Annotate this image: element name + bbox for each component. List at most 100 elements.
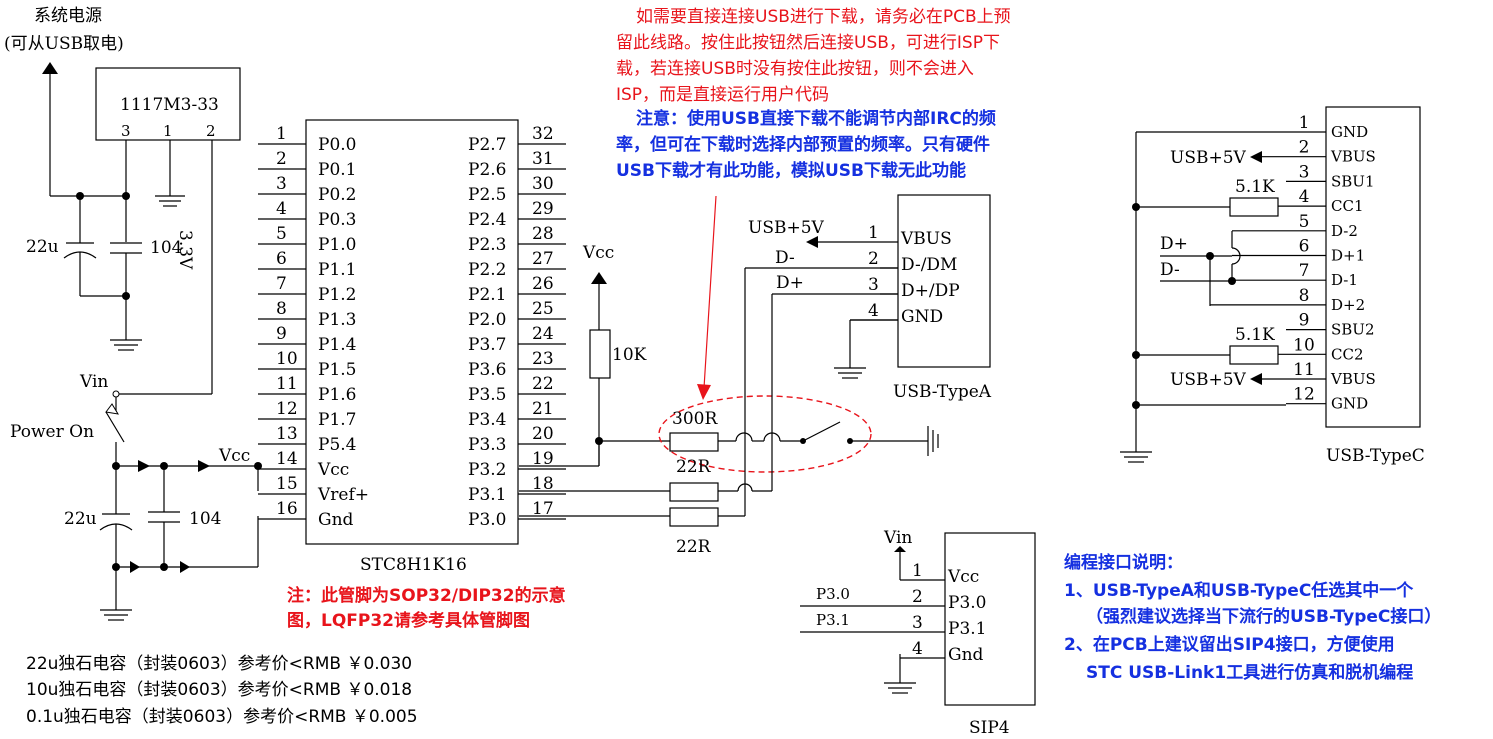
- mcu-pin-num: 8: [276, 299, 287, 319]
- mcu-pin-name: P3.5: [468, 385, 506, 405]
- mcu-pin-name: P2.5: [468, 185, 506, 205]
- sip4-pin-num: 3: [912, 613, 923, 633]
- usbc-pin-num: 5: [1299, 212, 1310, 232]
- mcu-pin-name: P0.2: [318, 185, 356, 205]
- mcu-pin-name: P1.2: [318, 285, 356, 305]
- svg-text:（强烈建议选择当下流行的USB-TypeC接口）: （强烈建议选择当下流行的USB-TypeC接口）: [1086, 606, 1441, 627]
- mcu-pin-name: P2.0: [468, 310, 506, 330]
- mcu-pin-name: P5.4: [318, 435, 356, 455]
- mcu-pin-num: 3: [276, 174, 287, 194]
- usbc-pin-num: 1: [1299, 113, 1310, 133]
- mcu-pin-name: P2.2: [468, 260, 506, 280]
- mcu-pin-num: 11: [276, 374, 298, 394]
- usbc-pin-num: 2: [1299, 138, 1310, 158]
- mcu-name: STC8H1K16: [360, 555, 467, 575]
- svg-text:ISP，而是直接运行用户代码: ISP，而是直接运行用户代码: [616, 85, 829, 105]
- mcu-pin-name: P1.3: [318, 310, 356, 330]
- mcu-pin-num: 10: [276, 349, 298, 369]
- mcu-pin-num: 31: [532, 149, 554, 169]
- sip4-pin-name: Vcc: [947, 567, 979, 587]
- usb-download-circuit: Vcc 10K 300R 22R: [519, 243, 939, 557]
- mcu-pin-num: 29: [532, 199, 554, 219]
- usbc-pin-name: GND: [1331, 123, 1368, 141]
- mcu-pin-name: P3.4: [468, 410, 506, 430]
- sip4-body: [944, 532, 1036, 706]
- power-on-label: Power On: [10, 422, 94, 442]
- mcu-pin-name: P3.6: [468, 360, 506, 380]
- mcu-pin-num: 6: [276, 249, 287, 269]
- usba-dm-label: D-: [775, 248, 795, 268]
- mcu-pin-num: 30: [532, 174, 554, 194]
- mcu-pin-name: P2.4: [468, 210, 506, 230]
- r-22r-b-label: 22R: [676, 537, 712, 557]
- mcu-pin-num: 1: [276, 124, 287, 144]
- usbc-pin-num: 9: [1299, 311, 1310, 331]
- mcu-pin-name: Vref+: [317, 485, 369, 505]
- price-list: 22u独石电容（封装0603）参考价<RMB ￥0.030 10u独石电容（封装…: [26, 654, 418, 727]
- svg-text:如需要直接连接USB进行下载，请务必在PCB上预: 如需要直接连接USB进行下载，请务必在PCB上预: [636, 7, 1011, 27]
- sip4-p31-label: P3.1: [816, 611, 850, 629]
- usbc-r1-label: 5.1K: [1235, 177, 1275, 197]
- mcu-pin-num: 19: [532, 449, 554, 469]
- usbc-pin-num: 11: [1293, 360, 1315, 380]
- usb-typec-body: [1325, 106, 1421, 428]
- usbc-r2: [1229, 345, 1279, 365]
- mcu-pin-num: 4: [276, 199, 287, 219]
- usbc-dp-label: D+: [1160, 234, 1188, 254]
- usbc-r2-label: 5.1K: [1235, 325, 1275, 345]
- usba-pin-num: 1: [868, 223, 879, 243]
- mcu-pin-num: 9: [276, 324, 287, 344]
- mcu-left-pins: 1P0.02P0.13P0.24P0.35P1.06P1.17P1.28P1.3…: [258, 124, 369, 530]
- mcu-pin-name: P2.3: [468, 235, 506, 255]
- mcu-pin-num: 2: [276, 149, 287, 169]
- r-22r-a: [669, 482, 719, 502]
- mcu-pin-num: 20: [532, 424, 554, 444]
- usbc-pin-name: D+2: [1331, 296, 1365, 314]
- mcu-right-pins: 32P2.731P2.630P2.529P2.428P2.327P2.226P2…: [468, 124, 566, 530]
- mcu-pin-num: 16: [276, 499, 298, 519]
- svg-text:1、USB-TypeA和USB-TypeC任选其中一个: 1、USB-TypeA和USB-TypeC任选其中一个: [1064, 580, 1414, 601]
- mcu-pin-name: P0.3: [318, 210, 356, 230]
- sip4-pin-name: Gnd: [948, 645, 984, 665]
- usba-5v-label: USB+5V: [748, 218, 825, 238]
- svg-text:22u独石电容（封装0603）参考价<RMB ￥0.030: 22u独石电容（封装0603）参考价<RMB ￥0.030: [26, 654, 412, 674]
- isp-button[interactable]: [802, 421, 841, 442]
- sip4-pin-name: P3.0: [948, 593, 986, 613]
- usbc-5v-a-label: USB+5V: [1170, 148, 1247, 168]
- programming-notes: 编程接口说明： 1、USB-TypeA和USB-TypeC任选其中一个 （强烈建…: [1064, 552, 1441, 683]
- mcu-pin-name: P1.0: [318, 235, 356, 255]
- mcu-pin-name: P1.5: [318, 360, 356, 380]
- power-switch[interactable]: [105, 411, 125, 443]
- mcu-pin-name: P2.7: [468, 135, 506, 155]
- mcu-body: [305, 119, 519, 545]
- mcu-pin-name: P2.1: [468, 285, 506, 305]
- mcu-pin-num: 12: [276, 399, 298, 419]
- svg-text:USB下载才有此功能，模拟USB下载无此功能: USB下载才有此功能，模拟USB下载无此功能: [616, 160, 966, 181]
- usba-pin-name: VBUS: [900, 229, 952, 249]
- usb-typec-name: USB-TypeC: [1326, 446, 1425, 466]
- sip4-pin-name: P3.1: [948, 619, 986, 639]
- usbc-pin-num: 10: [1293, 335, 1315, 355]
- regulator-box: [95, 67, 241, 141]
- r-300r: [669, 432, 719, 452]
- isp-highlight: [658, 395, 872, 473]
- mcu-pin-num: 27: [532, 249, 554, 269]
- usbc-pin-name: VBUS: [1330, 148, 1376, 166]
- mcu-pin-name: P0.1: [318, 160, 356, 180]
- svg-text:载，若连接USB时没有按住此按钮，则不会进入: 载，若连接USB时没有按住此按钮，则不会进入: [616, 59, 974, 79]
- usba-pin-num: 2: [868, 249, 879, 269]
- r-pullup: [589, 329, 611, 379]
- usbc-pin-name: D-1: [1331, 271, 1358, 289]
- mcu-pin-name: P1.4: [318, 335, 356, 355]
- usba-pin-name: D-/DM: [901, 255, 957, 275]
- cap-104-bottom-label: 104: [189, 509, 221, 529]
- usba-pin-name: D+/DP: [901, 281, 960, 301]
- usb-typea-body: [897, 194, 991, 368]
- usb-typea-name: USB-TypeA: [893, 382, 992, 402]
- usba-pin-num: 4: [868, 301, 879, 321]
- cap-22u-top-label: 22u: [26, 237, 59, 257]
- svg-text:STC USB-Link1工具进行仿真和脱机编程: STC USB-Link1工具进行仿真和脱机编程: [1086, 662, 1413, 683]
- usbc-pin-name: D-2: [1331, 222, 1358, 240]
